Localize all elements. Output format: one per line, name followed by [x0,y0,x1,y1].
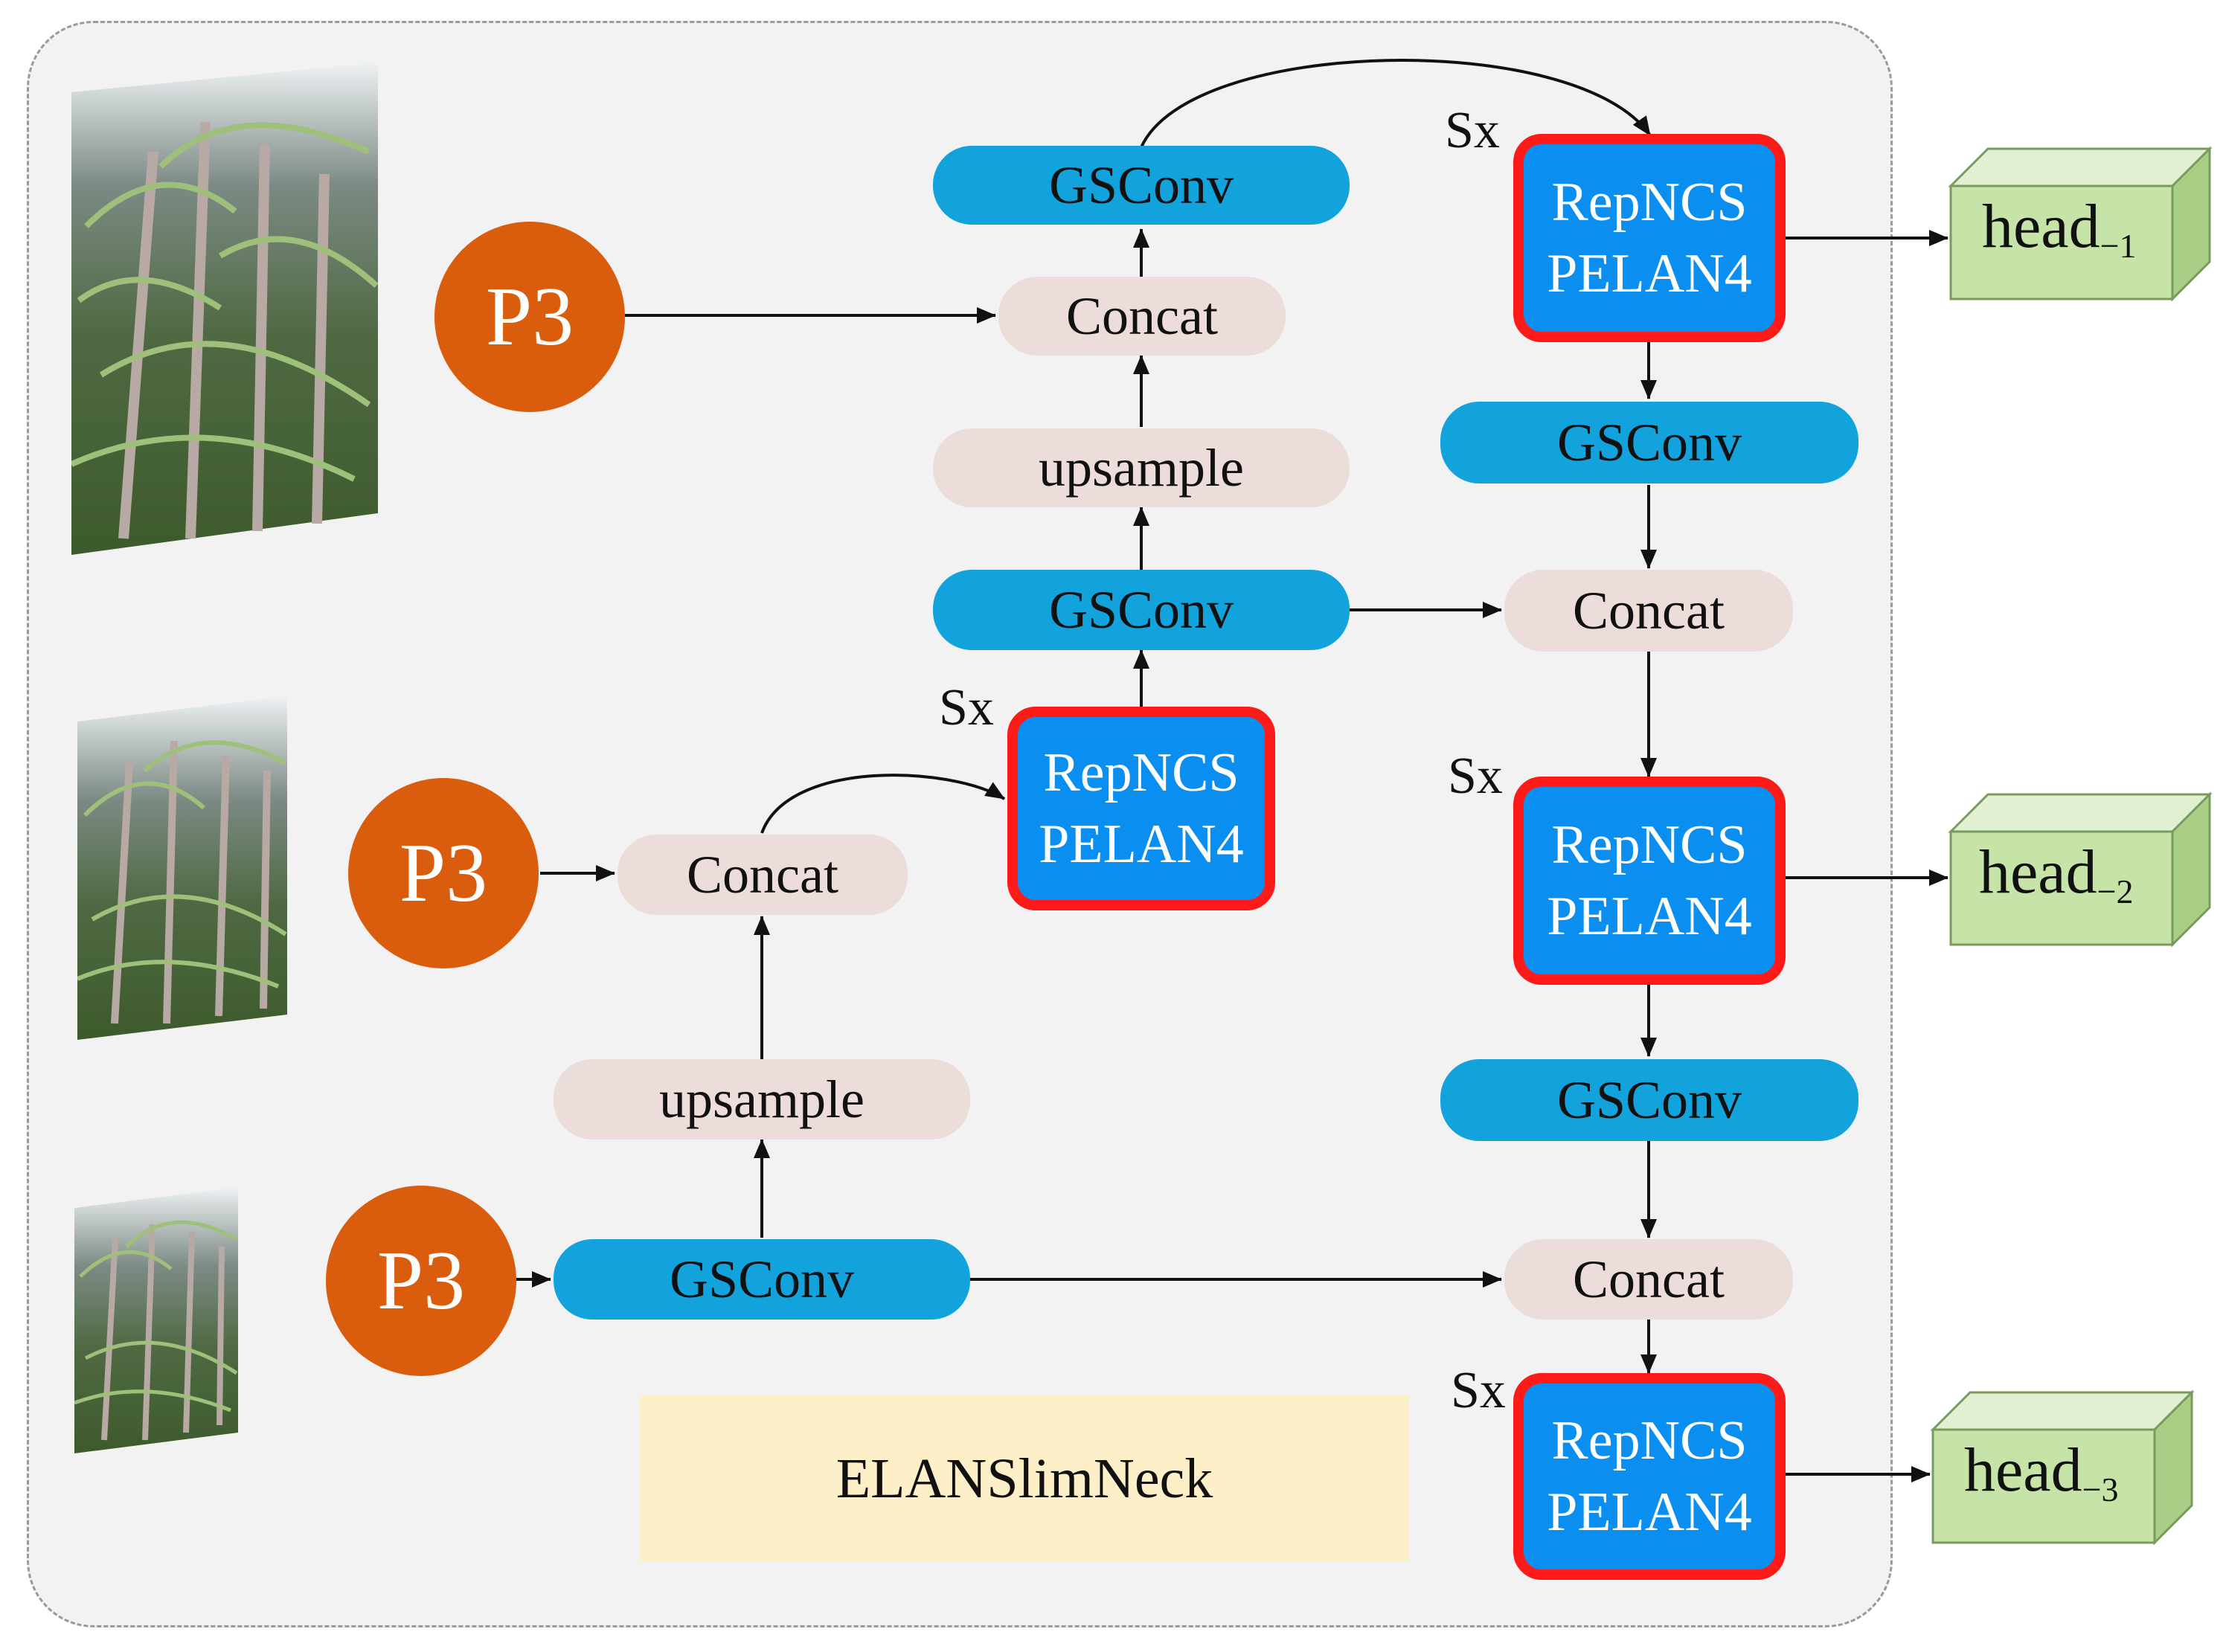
neck-title: ELANSlimNeck [835,1447,1213,1510]
concat-top: Concat [998,277,1286,356]
sugarcane-photo-medium [77,696,287,1040]
upsample-top: upsample [933,428,1350,507]
upsample-lower: upsample [554,1059,970,1140]
gsconv-middle: GSConv [933,570,1350,650]
sx-label-top: Sx [1445,102,1500,159]
sx-label-middle: Sx [939,679,994,736]
head-3-cube [1930,1389,2195,1546]
sugarcane-photo-small [74,1187,238,1453]
gsconv-top: GSConv [933,146,1350,225]
sx-label-bottom: Sx [1451,1362,1506,1419]
head-2-cube [1948,791,2213,948]
neck-title-box: ELANSlimNeck [640,1395,1409,1562]
head-1-label: head−1 [1982,192,2137,265]
p3-node-middle: P3 [348,778,539,968]
sx-label-right-middle: Sx [1448,748,1503,805]
gsconv-right-upper: GSConv [1440,402,1858,483]
gsconv-right-lower: GSConv [1440,1059,1858,1141]
p3-node-bottom: P3 [326,1186,516,1376]
concat-right-lower: Concat [1504,1239,1793,1320]
head-3-label: head−3 [1964,1436,2119,1508]
gsconv-bottom: GSConv [554,1239,970,1320]
head-1-cube [1948,146,2213,302]
sugarcane-photo-large [71,62,378,555]
concat-lower-left: Concat [618,835,908,915]
concat-right-upper: Concat [1504,570,1793,652]
head-2-label: head−2 [1979,838,2134,910]
p3-node-top: P3 [434,222,625,412]
